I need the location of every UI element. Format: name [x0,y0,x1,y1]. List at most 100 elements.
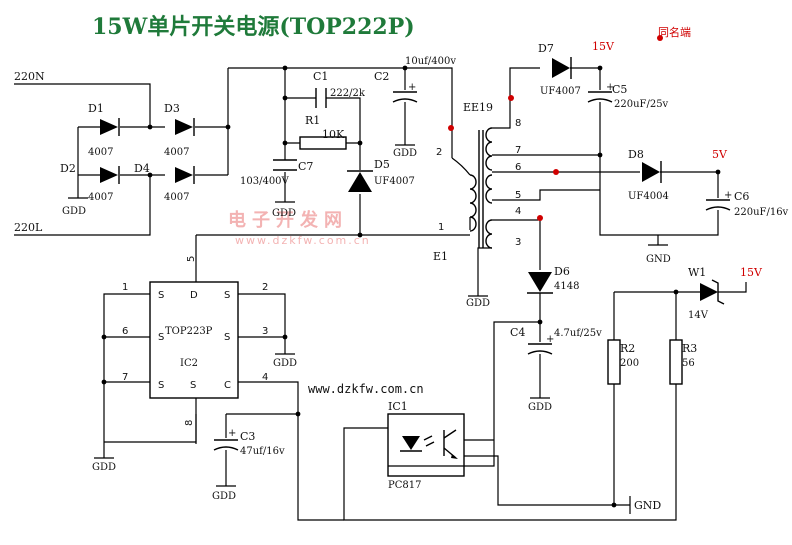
gnd-transformer: GDD [466,298,490,309]
r2-value: 200 [620,358,639,369]
d2-value: 4007 [88,192,113,203]
d8-ref: D8 [628,148,644,161]
d3-value: 4007 [164,147,189,158]
c4-value: 4.7uf/25v [554,328,602,339]
gnd-c3: GDD [212,491,236,502]
w1-value: 14V [688,310,709,321]
capacitor-c1: C1 222/2k [313,70,366,108]
d4-ref: D4 [134,162,150,175]
transformer-core: EE19 [463,101,493,114]
same-name-dot-icon [657,35,663,41]
svg-text:6: 6 [515,162,521,173]
c4-ref: C4 [510,326,525,339]
c2-value: 10uf/400v [405,56,456,67]
svg-text:S: S [224,332,230,343]
c6-value: 220uF/16v [734,207,789,218]
gnd-ic2-left: GDD [92,462,116,473]
svg-text:5: 5 [515,190,521,201]
optocoupler-ic1: IC1 PC817 [387,400,617,508]
svg-text:8: 8 [515,118,521,129]
c6-ref: C6 [734,190,749,203]
svg-text:+: + [606,82,614,93]
c7-value: 103/400V [240,176,290,187]
c1-ref: C1 [313,70,328,83]
d1-ref: D1 [88,102,104,115]
bias-supply: + D6 4148 C4 4.7uf/25v GDD [388,265,602,467]
svg-text:D: D [190,290,198,301]
w1-ref: W1 [688,266,706,279]
svg-text:6: 6 [122,326,128,337]
svg-text:2: 2 [436,147,442,158]
svg-text:4: 4 [262,372,268,383]
resistor-r1: R1 10K [299,114,347,150]
d4-value: 4007 [164,192,189,203]
svg-text:1: 1 [122,282,128,293]
d5-value: UF4007 [374,176,415,187]
r1-value: 10K [322,128,345,141]
c1-value: 222/2k [330,88,366,99]
net-5v-out: 5V [712,148,728,161]
net-15v-fb: 15V [740,266,763,279]
svg-text:3: 3 [515,237,521,248]
gnd-feedback: GND [634,499,661,512]
d3-ref: D3 [164,102,180,115]
transformer-ref: E1 [433,250,448,263]
svg-text:5: 5 [186,256,197,262]
net-15v-out: 15V [592,40,615,53]
page-title: 15W单片开关电源(TOP222P) [92,14,415,40]
c5-ref: C5 [612,83,627,96]
d1-value: 4007 [88,147,113,158]
svg-text:S: S [190,380,196,391]
c3-ref: C3 [240,430,255,443]
c3-value: 47uf/16v [240,446,285,457]
d8-value: UF4004 [628,191,669,202]
gnd-ic2-right: GDD [273,358,297,369]
svg-text:8: 8 [184,420,195,426]
d7-ref: D7 [538,42,554,55]
same-name-legend: 同名端 [658,25,691,39]
capacitor-c7: C7 103/400V GDD [240,159,313,219]
c2-ref: C2 [374,70,389,83]
svg-text:+: + [408,82,416,93]
r3-value: 56 [682,358,695,369]
gnd-out: GND [646,254,671,265]
ic2-part: TOP223P [165,326,213,337]
ic1-ref: IC1 [388,400,408,413]
site-url: www.dzkfw.com.cn [308,382,424,396]
svg-text:7: 7 [122,372,128,383]
svg-text:1: 1 [438,222,444,233]
r3-ref: R3 [682,342,697,355]
transformer-e1: EE19 E1 2 1 8 7 6 5 4 3 GDD [433,67,640,309]
output-15v: + D7 UF4007 15V C5 220uF/25v [538,40,719,236]
svg-text:C: C [224,380,231,391]
gnd-c7: GDD [272,208,296,219]
r1-ref: R1 [305,114,320,127]
d7-value: UF4007 [540,86,581,97]
gnd-c2: GDD [393,148,417,159]
c5-value: 220uF/25v [614,99,669,110]
svg-text:+: + [228,428,236,439]
svg-text:S: S [158,332,164,343]
d6-ref: D6 [554,265,570,278]
svg-text:+: + [546,334,554,345]
svg-text:S: S [158,290,164,301]
svg-text:7: 7 [515,145,521,156]
svg-text:+: + [724,190,732,201]
capacitor-c2: + C2 10uf/400v GDD [374,56,456,159]
svg-text:S: S [224,290,230,301]
ic2-ref: IC2 [180,358,198,369]
capacitor-c3: + C3 47uf/16v GDD [212,411,301,502]
svg-text:2: 2 [262,282,268,293]
watermark-cn: 电子开发网 [228,209,348,231]
svg-text:3: 3 [262,326,268,337]
d2-ref: D2 [60,162,76,175]
net-220n: 220N [14,70,45,83]
net-220l: 220L [14,221,43,234]
bridge-rectifier: 220N 220L D1 4007 D2 4007 D3 4007 D4 400… [14,68,229,236]
output-5v: + D8 UF4004 5V C6 220uF/16v GND [628,148,789,265]
svg-text:4: 4 [515,206,521,217]
watermark-url: www.dzkfw.com.cn [235,234,371,247]
gnd-bridge: GDD [62,206,86,217]
gnd-bias: GDD [528,402,552,413]
